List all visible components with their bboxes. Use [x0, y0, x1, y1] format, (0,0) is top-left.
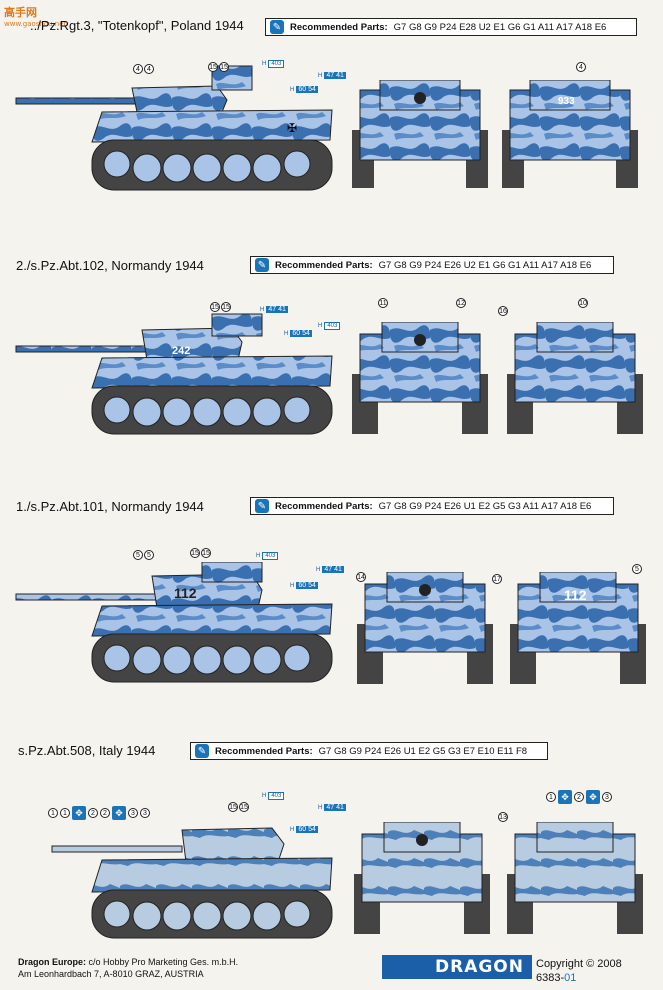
parts-list: G7 G8 G9 P24 E28 U2 E1 G6 G1 A11 A17 A18…: [393, 21, 607, 33]
tag-h54: H 60 54: [284, 330, 312, 337]
section-1-parts-box: ✎ Recommended Parts: G7 G8 G9 P24 E28 U2…: [265, 18, 637, 36]
section-3-parts-box: ✎ Recommended Parts: G7 G8 G9 P24 E26 U1…: [250, 497, 614, 515]
parts-label: Recommended Parts:: [275, 259, 373, 271]
insignia-icon: ✥: [112, 806, 126, 820]
callout-5-rear: 5: [632, 564, 642, 574]
paintbrush-icon: ✎: [270, 20, 284, 34]
insignia-icon: ✥: [558, 790, 572, 804]
tank-rear-view-4: [505, 822, 645, 937]
section-4-title: s.Pz.Abt.508, Italy 1944: [18, 743, 156, 758]
copyright: Copyright © 2008 6383-01: [536, 958, 622, 984]
section-2-parts-box: ✎ Recommended Parts: G7 G8 G9 P24 E26 U2…: [250, 256, 614, 274]
section-1-title: ../Pz.Rgt.3, "Totenkopf", Poland 1944: [30, 18, 244, 33]
svg-text:✠: ✠: [287, 121, 297, 135]
tank-rear-view-3: 112: [508, 572, 648, 687]
footer-address: Dragon Europe: c/o Hobby Pro Marketing G…: [18, 957, 239, 979]
callout-4-rear: 4: [576, 62, 586, 72]
parts-list: G7 G8 G9 P24 E26 U1 E2 G5 G3 A11 A17 A18…: [378, 500, 592, 512]
svg-text:112: 112: [174, 585, 197, 601]
insignia-callouts-rear: 1 ✥ 2 ✥ 3: [546, 790, 612, 804]
callout-12: 12: [456, 298, 466, 308]
svg-text:112: 112: [564, 587, 587, 603]
insignia-icon: ✥: [586, 790, 600, 804]
insignia-icon: ✥: [72, 806, 86, 820]
tag-h41: H 47 41: [318, 72, 346, 79]
svg-text:933: 933: [558, 96, 575, 107]
tank-front-view-2: [350, 322, 490, 437]
tag-h41: H 47 41: [260, 306, 288, 313]
svg-text:242: 242: [172, 345, 190, 357]
callout-10: 10: [578, 298, 588, 308]
tag-h54: H 60 54: [290, 582, 318, 589]
tag-h54: H 60 54: [290, 86, 318, 93]
callout-11: 11: [378, 298, 388, 308]
callout-14: 14: [356, 572, 366, 582]
tank-side-view-4: [12, 820, 342, 950]
tank-front-view-3: [355, 572, 495, 687]
callout-17: 17: [492, 574, 502, 584]
tag-h403: H 403: [318, 322, 341, 330]
section-2-title: 2./s.Pz.Abt.102, Normandy 1944: [16, 258, 204, 273]
tank-front-view-1: [350, 80, 490, 190]
tank-side-view-2: 242: [12, 310, 342, 440]
watermark-logo: 高手网 www.gaoshou.net: [4, 4, 66, 28]
watermark-text: 高手网: [4, 6, 37, 19]
tag-h41: H 47 41: [318, 804, 346, 811]
tank-rear-view-1: 933: [500, 80, 640, 190]
paintbrush-icon: ✎: [255, 258, 269, 272]
section-4-parts-box: ✎ Recommended Parts: G7 G8 G9 P24 E26 U1…: [190, 742, 548, 760]
parts-label: Recommended Parts:: [290, 21, 388, 33]
paintbrush-icon: ✎: [195, 744, 209, 758]
parts-label: Recommended Parts:: [275, 500, 373, 512]
tank-side-view-1: ✠: [12, 60, 342, 200]
tag-h41: H 47 41: [316, 566, 344, 573]
callout-13: 13: [498, 812, 508, 822]
watermark-url: www.gaoshou.net: [4, 20, 67, 28]
tag-h403: H 403: [262, 792, 285, 800]
dragon-logo: DRAGON: [382, 955, 532, 979]
tank-side-view-3: 112: [12, 562, 342, 692]
tag-h403: H 403: [262, 60, 285, 68]
paintbrush-icon: ✎: [255, 499, 269, 513]
tag-h54: H 60 54: [290, 826, 318, 833]
tag-h403: H 403: [256, 552, 279, 560]
callout-16: 16: [498, 306, 508, 316]
tank-rear-view-2: [505, 322, 645, 437]
parts-list: G7 G8 G9 P24 E26 U2 E1 G6 G1 A11 A17 A18…: [378, 259, 592, 271]
parts-list: G7 G8 G9 P24 E26 U1 E2 G5 G3 E7 E10 E11 …: [318, 745, 528, 757]
parts-label: Recommended Parts:: [215, 745, 313, 757]
tank-front-view-4: [352, 822, 492, 937]
section-3-title: 1./s.Pz.Abt.101, Normandy 1944: [16, 499, 204, 514]
